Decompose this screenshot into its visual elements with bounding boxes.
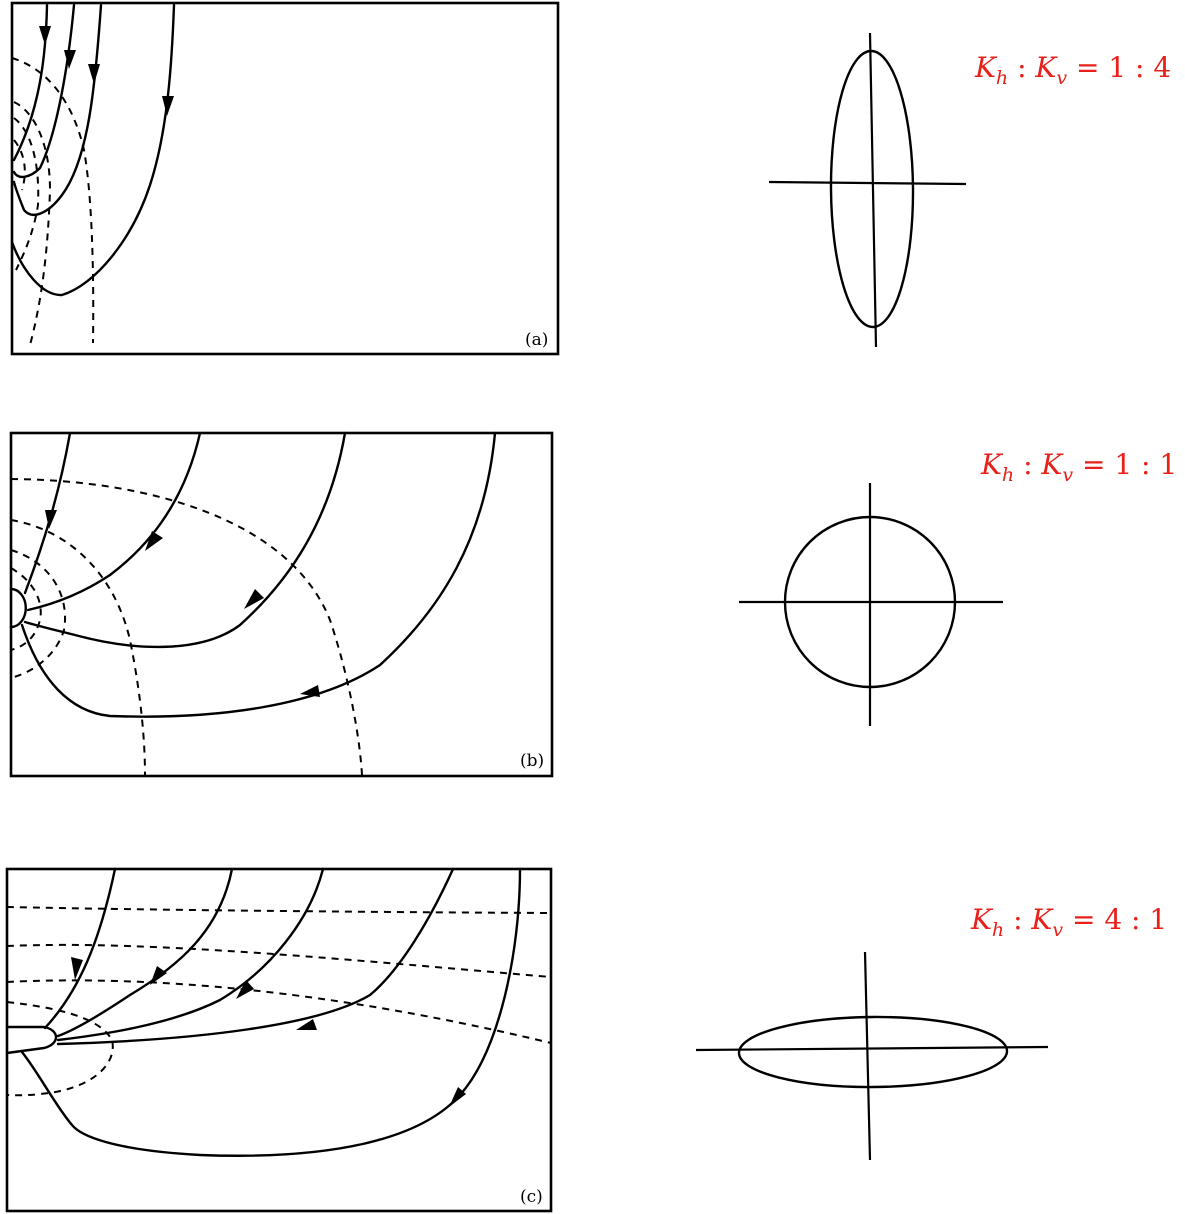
panel-b-equipotentials bbox=[10, 478, 363, 776]
panel-c-flowlines bbox=[20, 867, 522, 1157]
panel-b-wellbore bbox=[9, 587, 27, 629]
panel-b-flowlines bbox=[20, 431, 497, 718]
ellipse-b bbox=[739, 483, 1003, 726]
panel-b-frame bbox=[9, 431, 554, 778]
panel-c-label: (c) bbox=[520, 1187, 543, 1207]
panel-c-equipotentials bbox=[6, 906, 552, 1097]
panel-a-frame bbox=[10, 1, 560, 356]
panel-b-label: (b) bbox=[520, 751, 544, 771]
ellipse-a-horizontal-axis bbox=[768, 180, 967, 186]
ratio-label-a: Kh : Kv = 1 : 4 bbox=[974, 51, 1171, 89]
panel-a-label: (a) bbox=[525, 330, 548, 350]
svg-text:Kh : Kv = 1 : 1: Kh : Kv = 1 : 1 bbox=[980, 448, 1177, 486]
svg-text:Kh : Kv = 1 : 4: Kh : Kv = 1 : 4 bbox=[974, 51, 1171, 89]
svg-text:Kh : Kv = 4 : 1: Kh : Kv = 4 : 1 bbox=[970, 903, 1167, 941]
panel-c-arrows bbox=[71, 957, 466, 1107]
panel-c-wellbore bbox=[5, 1025, 58, 1055]
panel-b-arrows bbox=[45, 510, 320, 697]
panel-b: (b) bbox=[9, 431, 554, 778]
ellipse-c-horizontal-axis bbox=[695, 1045, 1049, 1052]
ellipse-c-vertical-axis bbox=[863, 951, 872, 1161]
panel-a-equipotentials bbox=[11, 57, 95, 346]
panel-a: (a) bbox=[10, 1, 560, 356]
ellipse-a bbox=[768, 32, 967, 348]
ratio-label-b: Kh : Kv = 1 : 1 bbox=[980, 448, 1177, 486]
ellipse-c bbox=[695, 951, 1049, 1161]
panel-c: (c) bbox=[5, 867, 553, 1213]
ellipse-a-vertical-axis bbox=[868, 32, 878, 348]
panel-c-frame bbox=[5, 867, 553, 1213]
ratio-label-c: Kh : Kv = 4 : 1 bbox=[970, 903, 1167, 941]
panel-a-arrows bbox=[39, 26, 174, 116]
